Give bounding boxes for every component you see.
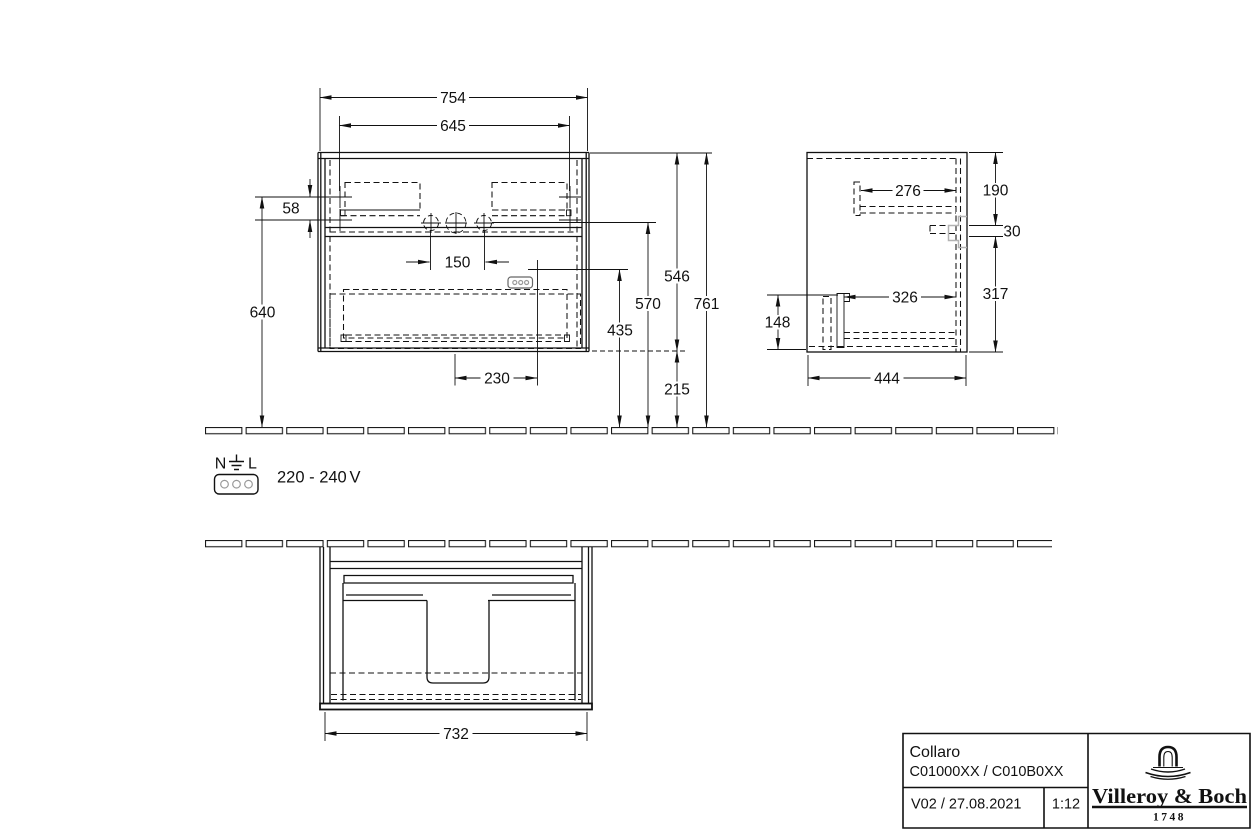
svg-text:640: 640 [250, 304, 276, 321]
dim-side-lower-offset: 317 [969, 236, 1012, 353]
brand-crest-icon [1145, 745, 1191, 780]
svg-text:148: 148 [765, 314, 791, 331]
svg-text:215: 215 [664, 381, 690, 398]
dim-side-top-offset: 190 [969, 152, 1012, 237]
voltage-label: 220 - 240 [277, 469, 347, 487]
wall-hatch-band [205, 540, 1052, 548]
voltage-unit-label: V [350, 469, 361, 487]
drawer-rail-end-blocks [340, 209, 572, 342]
tap-hole-center [445, 212, 467, 234]
svg-text:570: 570 [635, 296, 661, 313]
side-rail-bracket [836, 293, 850, 348]
terminal-hole-icon [232, 479, 241, 489]
tap-holes [423, 212, 492, 234]
terminal-n-label: N [215, 456, 227, 473]
wall-hatch-upper [205, 427, 1058, 435]
front-view: 754 645 58 640 150 230 [246, 88, 723, 428]
svg-text:546: 546 [664, 268, 690, 285]
bottom-hidden-lines [330, 672, 582, 701]
dim-side-pipe-gap: 30 [1003, 223, 1021, 240]
socket-outline [507, 276, 534, 289]
dim-front-fixing-width: 645 [339, 116, 570, 191]
front-hidden-lines [329, 160, 582, 350]
dim-front-overall-width: 754 [319, 88, 588, 151]
tap-hole-right [476, 215, 492, 231]
dim-bottom-body-width: 732 [324, 712, 588, 743]
brand-name: Villeroy & Boch [1092, 784, 1247, 808]
dim-front-socket-offset: 230 [454, 354, 538, 387]
electrical-connection: N L 220 - 240 V [213, 454, 361, 495]
dim-front-fixing-height: 640 [246, 196, 278, 428]
svg-text:732: 732 [443, 726, 469, 743]
socket-pin-icon [523, 279, 530, 286]
svg-text:317: 317 [983, 286, 1009, 303]
terminal-hole-icon [220, 479, 229, 489]
dim-side-lower-rail-depth: 326 [843, 289, 957, 306]
dim-front-overall-height: 761 [690, 152, 723, 428]
svg-text:444: 444 [874, 370, 900, 387]
socket-pin-icon [512, 279, 518, 286]
version-date: V02 / 27.08.2021 [911, 797, 1021, 813]
dim-side-overall-depth: 444 [807, 355, 967, 387]
socket-pin-icon [518, 279, 524, 286]
dim-front-clearance-height: 215 [661, 350, 693, 428]
product-name: Collaro [910, 744, 961, 761]
siphon-cutout-contour [947, 215, 967, 249]
wall-hatch-band [205, 427, 1058, 435]
svg-text:645: 645 [440, 118, 466, 135]
svg-text:435: 435 [607, 322, 633, 339]
dim-front-fixing-offset: 58 [255, 179, 352, 238]
brand-year: 1748 [1153, 812, 1186, 824]
bottom-front-edge [319, 702, 593, 711]
wall-hatch-lower [205, 540, 1052, 548]
bottom-view: 732 [319, 547, 593, 743]
svg-text:276: 276 [895, 183, 921, 200]
svg-text:30: 30 [1003, 223, 1021, 240]
dim-front-socket-height: 435 [546, 269, 636, 428]
svg-text:761: 761 [694, 296, 720, 313]
title-block: Collaro C01000XX / C010B0XX V02 / 27.08.… [902, 732, 1251, 829]
svg-text:150: 150 [445, 254, 471, 271]
dim-side-upper-rail-depth: 276 [860, 183, 957, 200]
brand-logo: Villeroy & Boch 1748 [1092, 745, 1247, 824]
dim-front-cabinet-height: 546 [590, 152, 712, 352]
side-cabinet-outline [806, 151, 968, 353]
dim-front-tap-hole-height: 570 [492, 222, 664, 428]
power-socket-front [507, 276, 534, 289]
title-block-borders [902, 732, 1251, 829]
tap-hole-left [423, 215, 439, 231]
dim-front-tap-hole-spacing: 150 [406, 231, 509, 271]
svg-text:58: 58 [282, 201, 299, 218]
terminal-block-icon [213, 473, 259, 495]
bottom-outline [319, 547, 593, 704]
product-codes: C01000XX / C010B0XX [910, 764, 1064, 780]
dim-side-rail-height: 148 [762, 294, 838, 350]
earth-ground-icon [229, 454, 244, 471]
drawing-scale: 1:12 [1052, 797, 1080, 813]
terminal-l-label: L [248, 456, 257, 473]
svg-text:754: 754 [440, 90, 466, 107]
terminal-hole-icon [244, 479, 253, 489]
svg-text:230: 230 [484, 370, 510, 387]
side-view: 276 190 30 317 326 148 [762, 151, 1021, 387]
svg-text:326: 326 [892, 289, 918, 306]
svg-text:190: 190 [983, 182, 1009, 199]
side-hidden-lines [807, 157, 962, 352]
